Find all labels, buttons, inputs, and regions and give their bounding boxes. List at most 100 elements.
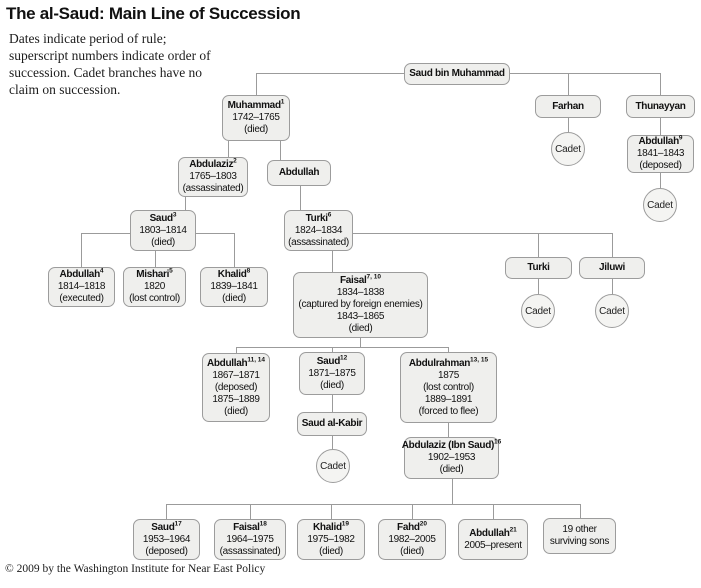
connector-line (568, 73, 569, 96)
connector-line (493, 504, 494, 519)
node-saud-bin-muhammad: Saud bin Muhammad (404, 63, 510, 85)
connector-line (448, 423, 449, 437)
node-detail-line: 1814–1818 (57, 281, 106, 292)
node-detail-line: 1803–1814 (139, 224, 187, 236)
connector-line (166, 504, 580, 505)
connector-line (332, 251, 333, 272)
node-detail-line: 1964–1975 (226, 533, 274, 545)
node-name: Abdullah (278, 167, 320, 178)
succession-order-superscript: 4 (99, 267, 104, 275)
succession-order-superscript: 9 (678, 134, 683, 142)
node-name: Farhan (552, 100, 584, 112)
cadet-circle-saud-al-kabir-cadet: Cadet (316, 449, 350, 483)
node-detail-line: (died) (224, 405, 248, 417)
cadet-circle-jiluwi-cadet: Cadet (595, 294, 629, 328)
node-name: Muhammad1 (227, 98, 285, 111)
node-detail-line: (assassinated) (288, 236, 349, 248)
legend-note-line: Dates indicate period of rule; (9, 31, 167, 46)
copyright-text: © 2009 by the Washington Institute for N… (5, 563, 266, 575)
cadet-circle-thunayyan-cadet: Cadet (643, 188, 677, 222)
node-detail-line: 1843–1865 (336, 311, 385, 322)
succession-order-superscript: 5 (169, 267, 173, 275)
node-detail-line: 1824–1834 (294, 224, 343, 236)
connector-line (448, 347, 449, 352)
connector-line (538, 233, 539, 257)
connector-line (300, 186, 301, 210)
connector-line (660, 173, 661, 188)
node-name: Faisal18 (233, 520, 267, 533)
node-name: Turki (527, 262, 550, 273)
connector-line (612, 233, 613, 257)
node-detail-line: (assassinated) (182, 183, 244, 194)
node-name: Jiluwi (599, 262, 625, 273)
node-detail-line: 1982–2005 (388, 533, 436, 545)
node-detail-line: 1902–1953 (427, 452, 476, 463)
node-detail-line: 1875–1889 (212, 393, 260, 405)
node-detail-line: (deposed) (639, 160, 682, 171)
succession-order-superscript: 3 (172, 211, 177, 219)
node-turki-branch: Turki (505, 257, 572, 279)
connector-line (580, 504, 581, 518)
node-detail-line: 1839–1841 (210, 281, 258, 292)
node-name: Saud17 (151, 520, 182, 533)
connector-line (660, 73, 661, 96)
node-detail-line: (died) (348, 323, 373, 334)
legend-note-line: succession. Cadet branches have no (9, 65, 203, 80)
connector-line (412, 504, 413, 519)
node-name: Saud bin Muhammad (409, 68, 505, 79)
node-jiluwi-branch: Jiluwi (579, 257, 645, 279)
node-detail-line: (lost control) (423, 381, 474, 393)
connector-line (256, 73, 405, 74)
node-detail-line: 1889–1891 (424, 393, 473, 405)
connector-line (353, 233, 612, 234)
connector-line (452, 479, 453, 504)
connector-line (155, 251, 156, 267)
node-detail-line: (died) (320, 379, 344, 391)
node-abdullah: Abdullah (267, 160, 331, 186)
node-name: Abdullah21 (469, 526, 517, 539)
connector-line (280, 141, 281, 160)
connector-line (256, 73, 257, 95)
node-detail-line: (lost control) (129, 293, 180, 304)
node-name: Abdulrahman13, 15 (408, 356, 489, 369)
node-name: Saud3 (149, 211, 177, 224)
node-detail-line: 1867–1871 (212, 369, 260, 381)
succession-order-superscript: 1 (280, 98, 285, 106)
connector-line (568, 118, 569, 132)
node-name: Abdulaziz2 (189, 157, 237, 170)
node-detail-line: surviving sons (549, 536, 610, 547)
connector-line (196, 233, 234, 234)
node-saud-al-kabir: Saud al-Kabir (297, 412, 367, 436)
legend-note-line: superscript numbers indicate order of (9, 48, 211, 63)
succession-order-superscript: 19 (341, 520, 349, 528)
connector-line (166, 504, 167, 519)
connector-line (236, 347, 448, 348)
succession-order-superscript: 2 (233, 157, 237, 165)
node-name: Abdullah9 (638, 134, 683, 147)
legend-note: Dates indicate period of rule; superscri… (9, 30, 211, 98)
connector-line (660, 118, 661, 135)
node-name: Khalid19 (313, 520, 349, 533)
node-detail-line: 1841–1843 (636, 148, 685, 159)
succession-order-superscript: 17 (174, 520, 182, 528)
node-detail-line: 1953–1964 (142, 533, 191, 545)
node-detail-line: (died) (319, 545, 343, 557)
node-name: Fahd20 (397, 520, 427, 533)
node-detail-line: (executed) (59, 293, 104, 304)
node-detail-line: (died) (151, 236, 175, 248)
succession-order-superscript: 7, 10 (366, 273, 382, 281)
connector-line (81, 233, 130, 234)
node-name: Abdullah11, 14 (206, 356, 266, 369)
node-detail-line: (died) (439, 464, 464, 475)
